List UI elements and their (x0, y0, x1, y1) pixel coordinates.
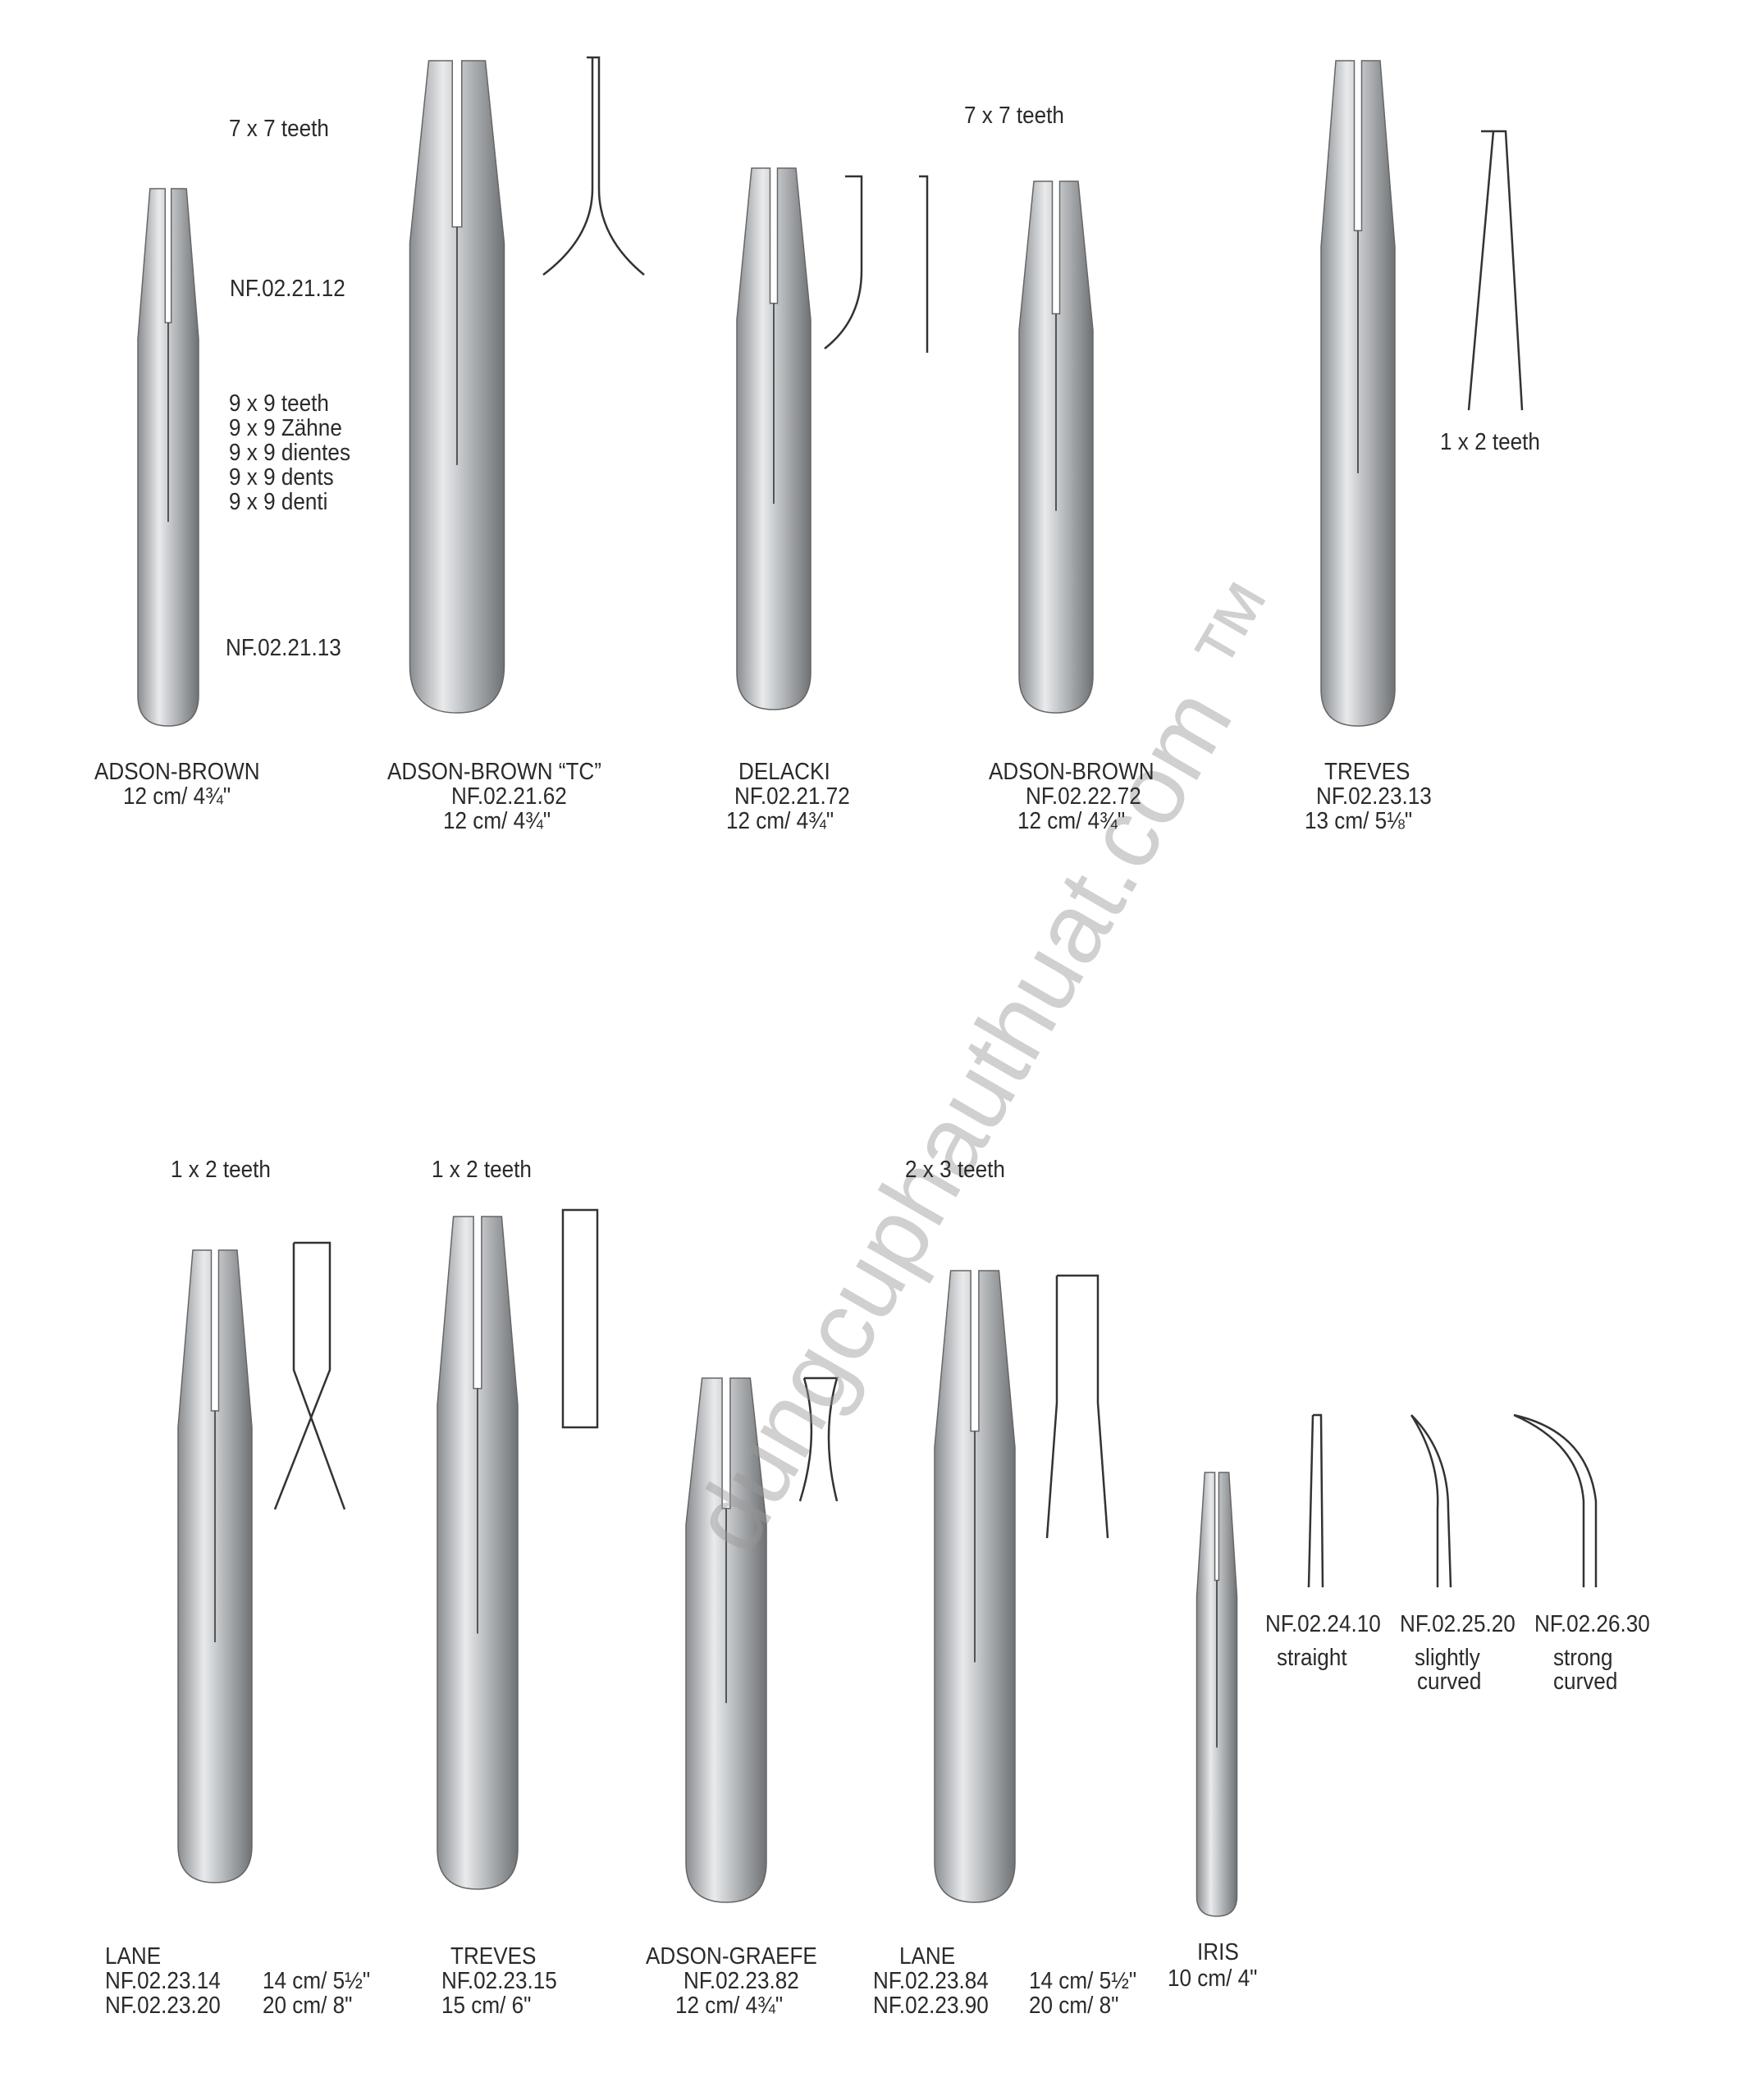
product-name: ADSON-BROWN “TC” (387, 759, 601, 785)
jaw-diagram (919, 175, 929, 353)
teeth-label: 1 x 2 teeth (1440, 429, 1540, 455)
jaw-diagram (561, 1208, 599, 1429)
product-code: NF.02.23.15 (441, 1968, 557, 1994)
teeth-label: 9 x 9 dientes (229, 440, 351, 466)
product-code: NF.02.23.13 (1316, 783, 1432, 810)
tip-description: curved (1553, 1669, 1618, 1695)
product-code: NF.02.26.30 (1534, 1611, 1650, 1637)
jaw-diagram (1467, 130, 1524, 411)
teeth-label: 7 x 7 teeth (229, 116, 329, 142)
product-code: NF.02.21.13 (226, 635, 341, 661)
product-name: ADSON-BROWN (989, 759, 1154, 785)
product-name: TREVES (450, 1943, 537, 1970)
product-code: NF.02.23.84 (873, 1968, 989, 1994)
product-code: NF.02.23.82 (683, 1968, 799, 1994)
product-code: NF.02.24.10 (1265, 1611, 1381, 1637)
product-code: NF.02.23.90 (873, 1993, 989, 2019)
tip-description: straight (1277, 1645, 1347, 1671)
tip-description: slightly (1415, 1645, 1480, 1671)
teeth-label: 9 x 9 denti (229, 489, 328, 515)
product-code: NF.02.23.14 (105, 1968, 221, 1994)
product-code: NF.02.21.12 (230, 276, 345, 302)
product-name: LANE (105, 1943, 162, 1970)
product-code: NF.02.25.20 (1400, 1611, 1516, 1637)
product-code: NF.02.21.62 (451, 783, 567, 810)
product-size: 20 cm/ 8" (263, 1993, 353, 2019)
teeth-label: 1 x 2 teeth (171, 1157, 271, 1183)
product-size: 20 cm/ 8" (1029, 1993, 1119, 2019)
product-code: NF.02.21.72 (734, 783, 850, 810)
product-size: 13 cm/ 5⅛" (1305, 808, 1413, 834)
iris-tip-slightly-curved (1410, 1414, 1452, 1588)
product-size: 10 cm/ 4" (1168, 1965, 1258, 1992)
product-size: 12 cm/ 4¾" (675, 1993, 784, 2019)
iris-tip-strong-curved (1513, 1413, 1598, 1587)
jaw-diagram (798, 1376, 839, 1502)
product-size: 15 cm/ 6" (441, 1993, 532, 2019)
jaw-diagram (273, 1241, 346, 1510)
product-code: NF.02.23.20 (105, 1993, 221, 2019)
teeth-label: 7 x 7 teeth (964, 103, 1064, 129)
product-name: TREVES (1324, 759, 1410, 785)
product-name: ADSON-GRAEFE (646, 1943, 817, 1970)
teeth-label: 1 x 2 teeth (432, 1157, 532, 1183)
teeth-label: 9 x 9 Zähne (229, 415, 342, 441)
jaw-diagram (1045, 1274, 1109, 1539)
product-name: ADSON-BROWN (94, 759, 260, 785)
product-size: 14 cm/ 5½" (1029, 1968, 1137, 1994)
product-size: 12 cm/ 4¾" (123, 783, 231, 810)
product-size: 12 cm/ 4¾" (443, 808, 551, 834)
product-name: LANE (899, 1943, 956, 1970)
tip-description: curved (1417, 1669, 1482, 1695)
teeth-label: 9 x 9 teeth (229, 390, 329, 417)
jaw-diagram (824, 175, 863, 349)
product-name: IRIS (1197, 1939, 1239, 1965)
product-name: DELACKI (738, 759, 830, 785)
product-code: NF.02.22.72 (1026, 783, 1141, 810)
teeth-label: 9 x 9 dents (229, 464, 334, 491)
product-size: 14 cm/ 5½" (263, 1968, 371, 1994)
jaw-diagram (542, 56, 645, 276)
teeth-label: 2 x 3 teeth (905, 1157, 1005, 1183)
product-size: 12 cm/ 4¾" (726, 808, 834, 834)
iris-tip-straight (1307, 1413, 1324, 1588)
tip-description: strong (1553, 1645, 1613, 1671)
product-size: 12 cm/ 4¾" (1017, 808, 1126, 834)
